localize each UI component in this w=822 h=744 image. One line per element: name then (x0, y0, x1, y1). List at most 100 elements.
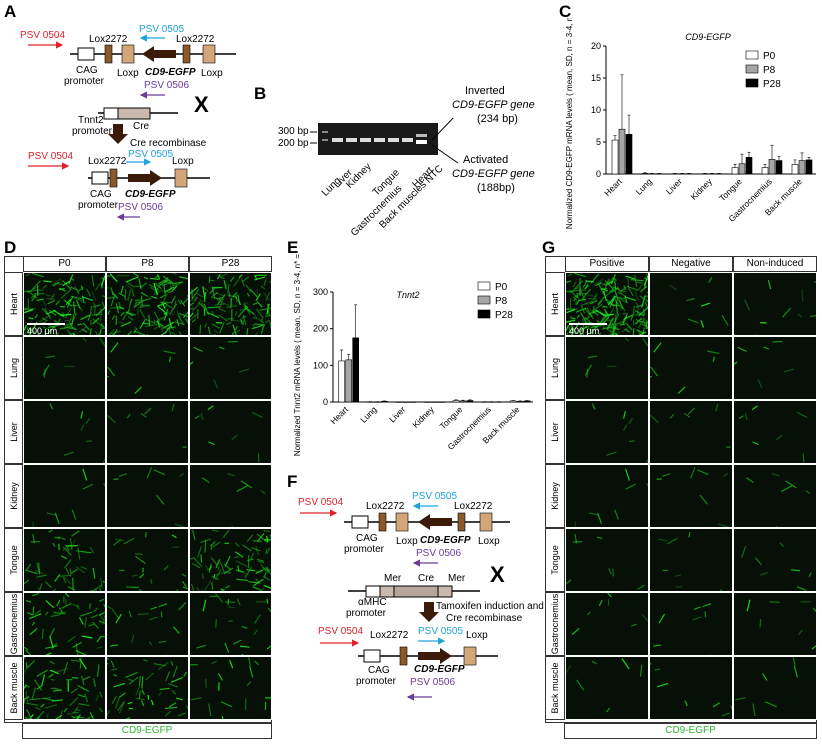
bar (678, 173, 686, 175)
cre-recombinase-label: Cre recombinase (130, 138, 207, 149)
loxp-label: Loxp (478, 536, 500, 547)
d-micrograph (23, 464, 106, 528)
lox2272-label: Lox2272 (88, 156, 127, 167)
bar (466, 400, 474, 403)
g-row-label: Kidney (550, 482, 560, 510)
d-micrograph (106, 464, 189, 528)
d-micrograph (106, 656, 189, 720)
bar (523, 400, 531, 403)
panel-label-g: G (542, 238, 556, 257)
scale-bar: 400 μm (27, 323, 65, 335)
primer-psv0505: PSV 0505 (412, 491, 458, 502)
panel-d-footer: CD9-EGFP (22, 723, 272, 739)
d-micrograph (23, 336, 106, 400)
g-micrograph (565, 656, 649, 720)
d-row-label: Liver (8, 422, 19, 442)
g-row-label: Lung (550, 357, 560, 379)
d-row-label: Lung (8, 357, 19, 379)
d-micrograph (23, 528, 106, 592)
bar (352, 337, 360, 403)
d-micrograph (189, 464, 272, 528)
bar (671, 173, 679, 175)
loxp-label: Loxp (201, 68, 223, 79)
legend-swatch (477, 281, 491, 291)
g-micrograph (649, 592, 733, 656)
g-row-label: Liver (550, 422, 560, 442)
d-row-label-cell: Back muscle (4, 656, 23, 720)
gel-image (318, 123, 438, 155)
legend-label: P0 (495, 282, 508, 293)
promoter-label: promoter (64, 76, 105, 87)
cre-label: Cre (418, 573, 435, 584)
bar (701, 173, 709, 175)
promoter-label: promoter (346, 608, 387, 619)
category-label: Tongue (717, 176, 744, 203)
tamoxifen-label: Tamoxifen induction and (436, 601, 544, 612)
mer-label: Mer (448, 573, 466, 584)
g-micrograph (565, 400, 649, 464)
bar (731, 167, 739, 175)
d-micrograph (189, 400, 272, 464)
d-row-label: Back muscle (8, 662, 19, 714)
g-row-label-cell: Back muscle (545, 656, 565, 720)
g-micrograph (649, 400, 733, 464)
legend-label: P8 (495, 296, 508, 307)
scale-bar: 400 μm (569, 323, 607, 335)
d-col-header: P8 (106, 256, 189, 272)
d-row-label-cell: Heart (4, 272, 23, 336)
primer-psv0505: PSV 0505 (139, 24, 185, 35)
bar (768, 158, 776, 175)
category-label: Lung (358, 404, 379, 425)
primer-psv0506: PSV 0506 (118, 202, 164, 213)
lox2272-label: Lox2272 (89, 34, 128, 45)
bar (625, 134, 633, 175)
panel-f-schematic (300, 502, 510, 701)
bar (708, 173, 716, 175)
y-axis-label: Normalized CD9-EGFP mRNA levels ( mean, … (565, 18, 574, 229)
loxp-label: Loxp (117, 68, 139, 79)
g-row-label-cell: Tongue (545, 528, 565, 592)
g-row-label: Tongue (550, 545, 560, 575)
panel-label-e: E (287, 238, 299, 257)
bar (611, 139, 619, 175)
category-label: Liver (664, 176, 684, 196)
d-micrograph (106, 592, 189, 656)
category-label: Kidney (688, 176, 714, 202)
g-micrograph: 400 μm (565, 272, 649, 336)
loxp-label: Loxp (172, 156, 194, 167)
bar (452, 400, 460, 403)
legend-label: P8 (763, 65, 776, 76)
bar (791, 164, 799, 175)
category-label: Heart (328, 404, 350, 426)
d-micrograph (189, 528, 272, 592)
bar (745, 157, 753, 175)
cag-label: CAG (90, 189, 112, 200)
gel-annotation-lines (310, 118, 459, 164)
bar (618, 128, 626, 175)
promoter-label: promoter (356, 676, 397, 687)
lox2272-label: Lox2272 (454, 501, 493, 512)
g-row-label: Gastrocnemius (550, 593, 560, 655)
panel-label-f: F (287, 472, 298, 491)
g-row-label-cell: Lung (545, 336, 565, 400)
cag-label: CAG (368, 665, 390, 676)
g-micrograph (565, 336, 649, 400)
y-tick-label: 5 (596, 137, 601, 147)
y-tick-label: 0 (323, 397, 328, 407)
primer-psv0506: PSV 0506 (144, 80, 190, 91)
bar (345, 359, 353, 403)
g-micrograph (649, 272, 733, 336)
g-row-label-cell: Liver (545, 400, 565, 464)
legend-label: P0 (763, 51, 776, 62)
bar (509, 400, 517, 403)
legend-label: P28 (495, 310, 513, 321)
d-micrograph (106, 272, 189, 336)
d-row-label-cell: Liver (4, 400, 23, 464)
marker-200bp: 200 bp (278, 138, 309, 149)
bar (338, 360, 346, 403)
category-label: Kidney (410, 404, 436, 430)
legend-label: P28 (763, 79, 781, 90)
d-micrograph (106, 400, 189, 464)
